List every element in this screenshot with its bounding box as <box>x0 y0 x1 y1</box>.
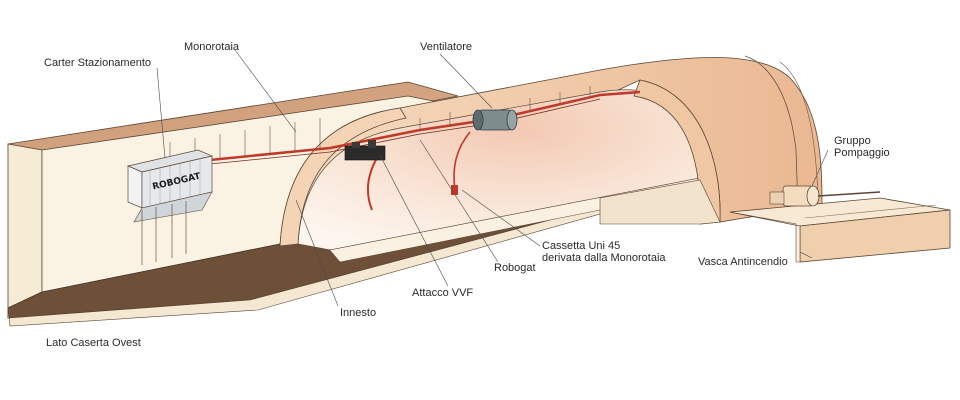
label-monorotaia: Monorotaia <box>184 41 240 53</box>
right-floor-step <box>599 179 721 225</box>
label-cassetta-line1: Cassetta Uni 45 <box>542 240 621 252</box>
left-front-wall <box>7 143 43 309</box>
label-cassetta-line2: derivata dalla Monorotaia <box>542 252 666 264</box>
fan <box>472 109 518 131</box>
tank-side <box>729 211 801 263</box>
label-lato: Lato Caserta Ovest <box>46 337 141 349</box>
robogat-unit <box>344 140 386 161</box>
label-gruppo: Gruppo Pompaggio <box>834 135 890 159</box>
parking-housing: ROBOGAT <box>126 149 214 265</box>
cassetta-box <box>451 185 458 195</box>
label-gruppo-line1: Gruppo <box>834 135 871 147</box>
label-gruppo-line2: Pompaggio <box>834 147 890 159</box>
label-vasca: Vasca Antincendio <box>698 256 788 268</box>
label-cassetta: Cassetta Uni 45 derivata dalla Monorotai… <box>542 240 666 264</box>
label-ventilatore: Ventilatore <box>420 41 472 53</box>
label-innesto: Innesto <box>340 307 377 319</box>
tunnel-portal-face <box>279 107 407 247</box>
monorail <box>129 90 641 173</box>
pump-group <box>769 185 881 207</box>
cassetta-hose <box>453 131 471 191</box>
label-robogat: Robogat <box>494 262 536 274</box>
leader-lines <box>156 49 829 307</box>
label-attacco: Attacco VVF <box>412 287 474 299</box>
label-carter: Carter Stazionamento <box>44 57 151 69</box>
